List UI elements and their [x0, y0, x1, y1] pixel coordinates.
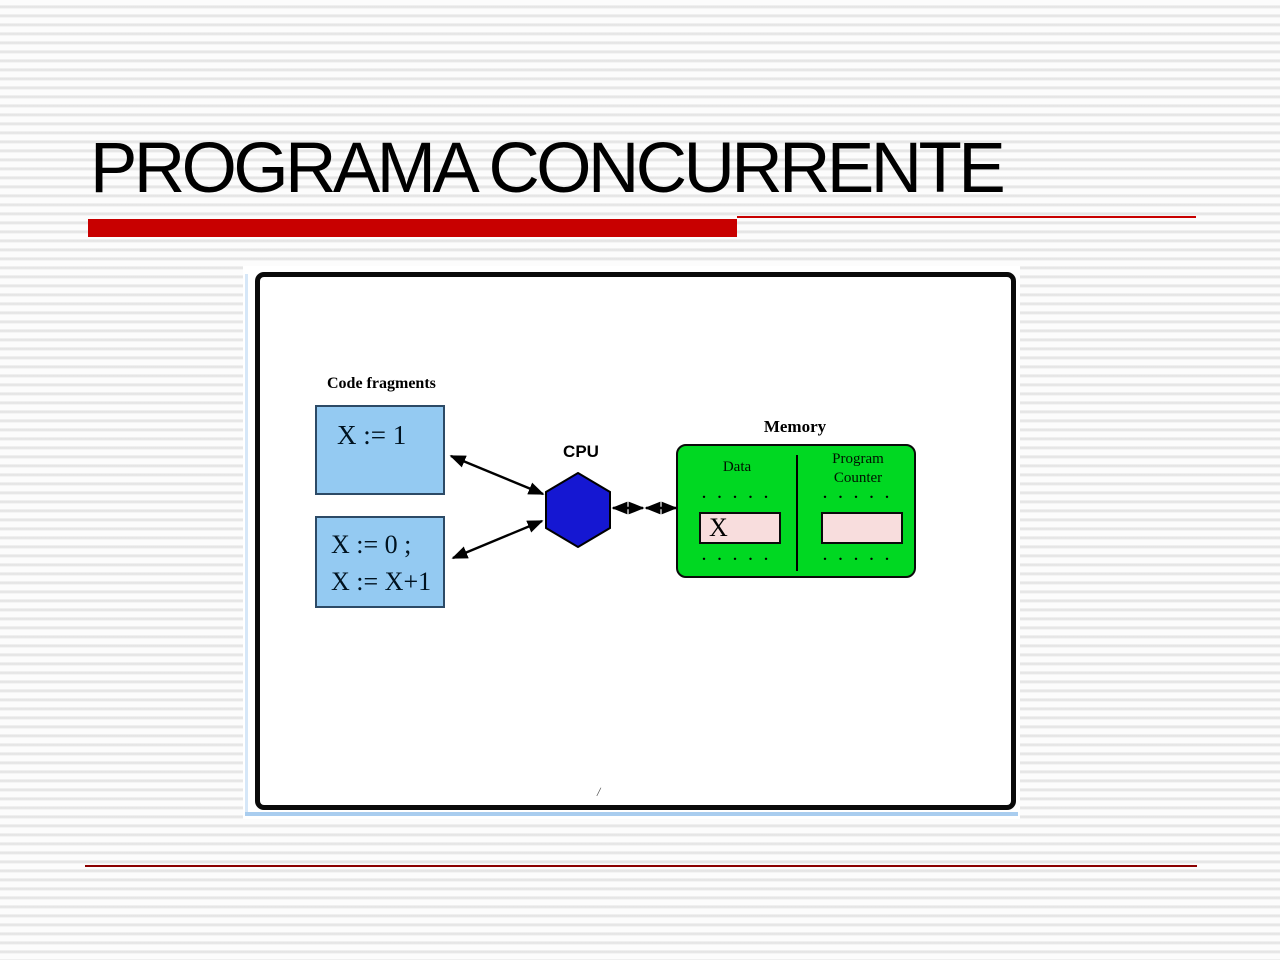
program-counter-memory-cell [821, 512, 903, 544]
program-counter-section-label: Program Counter [800, 450, 916, 488]
data-memory-cell: X [699, 512, 781, 544]
title-accent-thin-line [737, 216, 1196, 218]
slide-bottom-rule [85, 865, 1197, 867]
arrow-codebox1-cpu [449, 454, 545, 496]
memory-dots-row: . . . . . [823, 548, 893, 564]
diagram-panel: Code fragments X := 1 X := 0 ; X := X+1 … [255, 272, 1016, 810]
slide-title: PROGRAMA CONCURRENTE [90, 129, 1006, 208]
title-accent-bar [88, 219, 737, 237]
pc-label-line1: Program [832, 451, 884, 467]
memory-dots-row: . . . . . [823, 486, 893, 502]
bitmap-left-fringe [245, 274, 248, 814]
pc-label-line2: Counter [833, 470, 883, 486]
cpu-hexagon-icon [545, 472, 611, 548]
memory-label: Memory [763, 417, 827, 436]
data-section-label: Data [722, 459, 752, 475]
footnote-mark: / [596, 783, 602, 800]
code-line: X := 1 [337, 420, 407, 450]
code-fragments-label: Code fragments [327, 375, 436, 392]
code-fragment-box-1: X := 1 [315, 405, 445, 495]
memory-dots-row: . . . . . [702, 548, 772, 564]
cpu-label: CPU [563, 442, 599, 461]
bitmap-bottom-fringe [245, 812, 1018, 816]
arrow-codebox2-cpu [451, 519, 544, 560]
memory-divider-line [796, 455, 798, 571]
code-line: X := 0 ; [331, 530, 412, 559]
code-fragment-box-2: X := 0 ; X := X+1 [315, 516, 445, 608]
memory-box: Data Program Counter . . . . . . . . . .… [676, 444, 916, 578]
memory-dots-row: . . . . . [702, 486, 772, 502]
code-line: X := X+1 [331, 567, 432, 596]
